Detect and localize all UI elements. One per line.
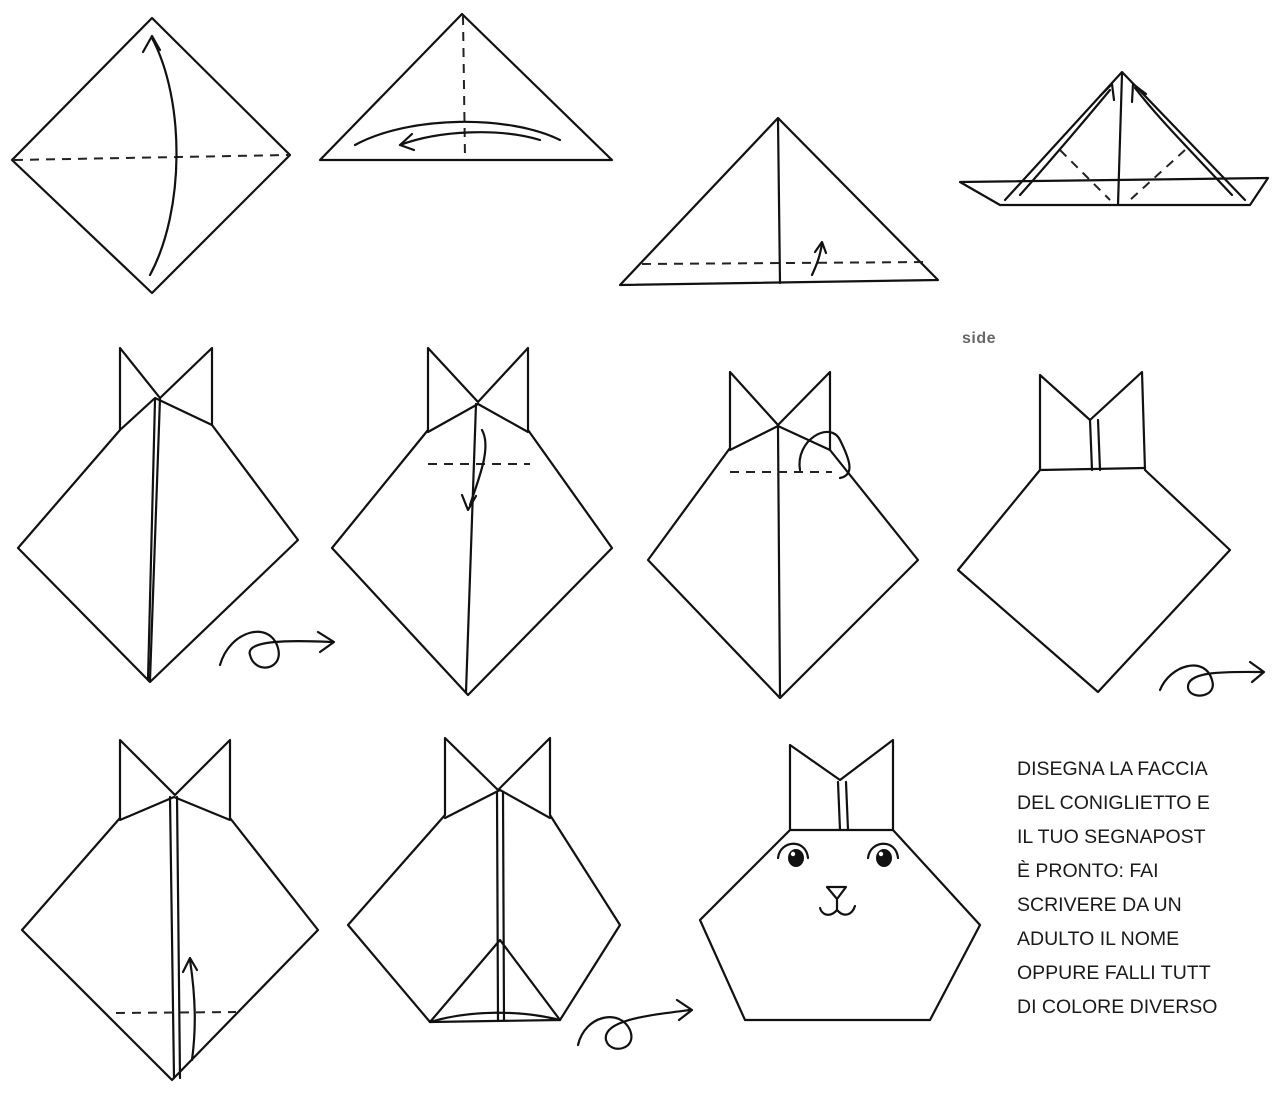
instruction-line: OPPURE FALLI TUTT (1017, 956, 1272, 990)
instruction-line: È PRONTO: FAI (1017, 854, 1272, 888)
step-11-bunny-face (700, 740, 980, 1020)
instruction-line: SCRIVERE DA UN (1017, 888, 1272, 922)
step-9-drawing (22, 740, 318, 1080)
step-5-drawing (18, 348, 334, 682)
step-10-drawing (348, 738, 692, 1049)
instruction-line: IL TUO SEGNAPOST (1017, 820, 1272, 854)
turn-over-arrow-icon (220, 632, 332, 668)
step-2-drawing (320, 14, 612, 160)
fold-up-arrow-icon (190, 960, 195, 1060)
step-4-drawing (960, 72, 1268, 205)
step-8-drawing (958, 372, 1264, 696)
instructions-text: DISEGNA LA FACCIA DEL CONIGLIETTO E IL T… (1017, 752, 1272, 1024)
nose-icon (827, 887, 846, 899)
mouth-icon (820, 900, 837, 915)
step-1-drawing (12, 18, 290, 293)
instruction-line: DISEGNA LA FACCIA (1017, 752, 1272, 786)
instruction-line: DI COLORE DIVERSO (1017, 990, 1272, 1024)
step-7-drawing (648, 372, 918, 698)
turn-over-arrow-icon (1160, 666, 1262, 696)
step-3-drawing (620, 118, 938, 285)
step-6-drawing (332, 348, 612, 695)
instruction-line: DEL CONIGLIETTO E (1017, 786, 1272, 820)
turn-over-arrow-icon (578, 1010, 690, 1049)
side-label: side (962, 330, 996, 348)
instruction-line: ADULTO IL NOME (1017, 922, 1272, 956)
